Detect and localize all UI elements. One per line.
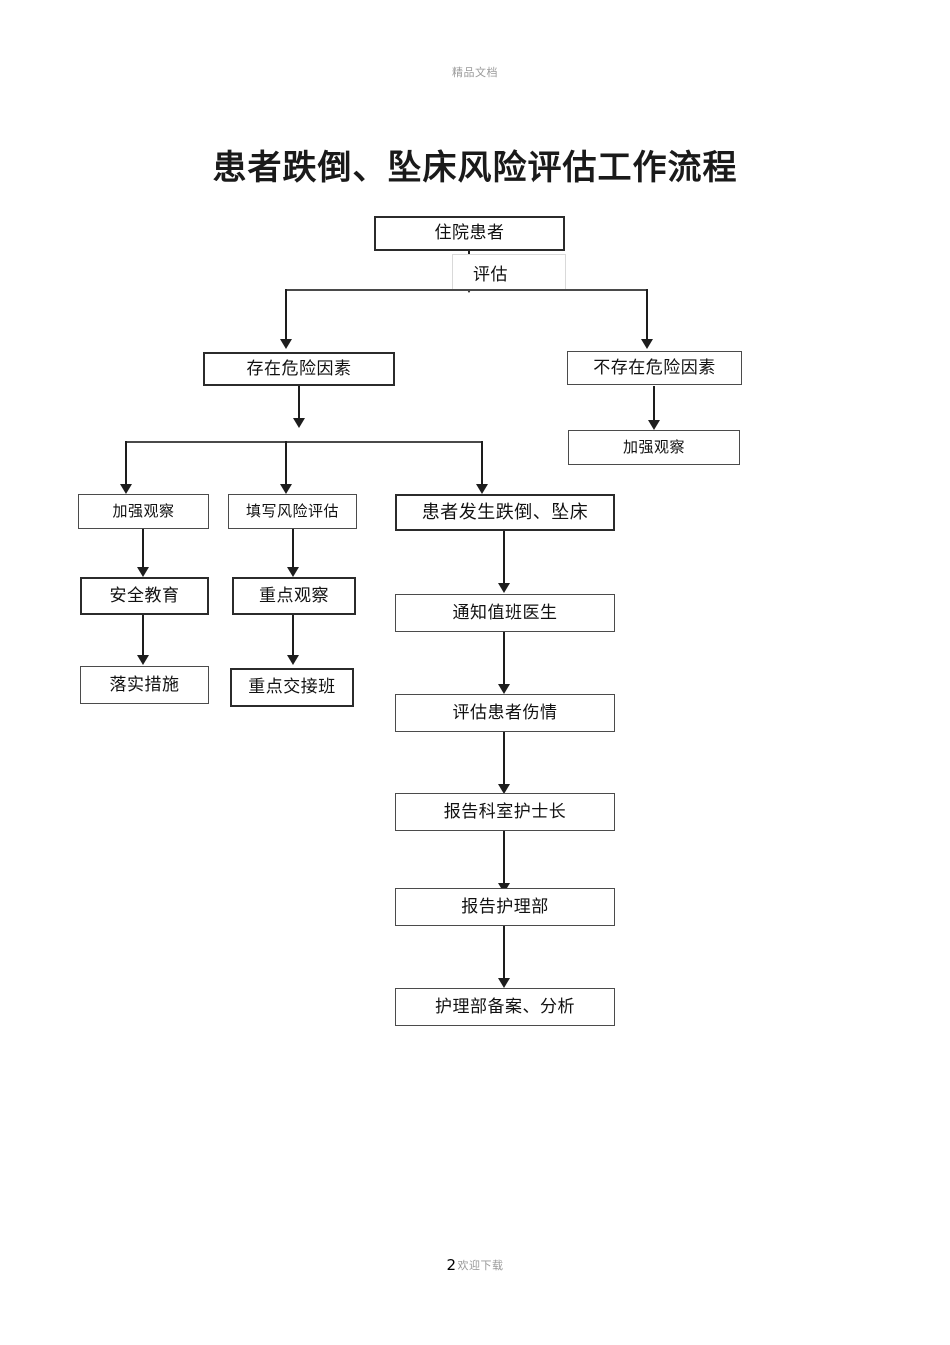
node-report-nursing-department[interactable]: 报告护理部 [395, 888, 615, 926]
connector-split2-horizontal [125, 441, 483, 443]
header-watermark: 精品文档 [452, 66, 498, 79]
node-enhanced-observation-right[interactable]: 加强观察 [568, 430, 740, 465]
connector-riskpresent-down [298, 386, 300, 424]
arrowhead-safety-to-measures [137, 655, 149, 665]
page-number: 2 [446, 1256, 457, 1274]
arrowhead-reportdept-to-record [498, 978, 510, 988]
node-nursing-dept-record-analysis[interactable]: 护理部备案、分析 [395, 988, 615, 1026]
arrowhead-fillrisk-to-keyobs [287, 567, 299, 577]
connector-split1-horizontal [285, 289, 648, 291]
node-implement-measures[interactable]: 落实措施 [80, 666, 209, 704]
arrowhead-fall-to-notifydoctor [498, 583, 510, 593]
arrowhead-split2-leg-b [280, 484, 292, 494]
node-notify-duty-doctor[interactable]: 通知值班医生 [395, 594, 615, 632]
connector-assessinjury-to-reporthn [503, 732, 505, 788]
connector-keyobs-to-handover [292, 615, 294, 659]
node-fill-risk-assessment[interactable]: 填写风险评估 [228, 494, 357, 529]
arrowhead-split2-leg-c [476, 484, 488, 494]
connector-split2-leg-a [125, 441, 127, 489]
connector-notifydoctor-to-assessinjury [503, 632, 505, 688]
arrowhead-split2-leg-a [120, 484, 132, 494]
connector-split2-leg-b [285, 441, 287, 489]
arrowhead-obsleft-to-safety [137, 567, 149, 577]
node-assess-patient-injury[interactable]: 评估患者伤情 [395, 694, 615, 732]
arrowhead-riskabsent-to-observe [648, 420, 660, 430]
connector-split1-left-leg [285, 289, 287, 341]
node-report-head-nurse[interactable]: 报告科室护士长 [395, 793, 615, 831]
arrowhead-notifydoctor-to-assessinjury [498, 684, 510, 694]
arrowhead-assessinjury-to-reporthn [498, 784, 510, 794]
node-patient-fall-event[interactable]: 患者发生跌倒、坠床 [395, 494, 615, 531]
arrowhead-keyobs-to-handover [287, 655, 299, 665]
node-risk-present[interactable]: 存在危险因素 [203, 352, 395, 386]
connector-riskabsent-to-observe [653, 386, 655, 424]
node-key-handover[interactable]: 重点交接班 [230, 668, 354, 707]
node-risk-absent[interactable]: 不存在危险因素 [567, 351, 742, 385]
footer-watermark-text: 欢迎下载 [457, 1259, 504, 1272]
node-enhanced-observation-left[interactable]: 加强观察 [78, 494, 209, 529]
footer-watermark: 2欢迎下载 [0, 1256, 950, 1274]
arrowhead-split1-right [641, 339, 653, 349]
connector-safety-to-measures [142, 615, 144, 659]
node-safety-education[interactable]: 安全教育 [80, 577, 209, 615]
node-inpatient[interactable]: 住院患者 [374, 216, 565, 251]
connector-reportdept-to-record [503, 926, 505, 982]
connector-fillrisk-to-keyobs [292, 529, 294, 571]
node-key-observation[interactable]: 重点观察 [232, 577, 356, 615]
connector-split2-leg-c [481, 441, 483, 489]
page-title: 患者跌倒、坠床风险评估工作流程 [212, 148, 738, 188]
edge-label-assess: 评估 [452, 254, 566, 290]
connector-obsleft-to-safety [142, 529, 144, 571]
arrowhead-riskpresent-down [293, 418, 305, 428]
connector-fall-to-notifydoctor [503, 531, 505, 587]
connector-split1-right-leg [646, 289, 648, 341]
connector-reporthn-to-reportdept [503, 831, 505, 887]
arrowhead-split1-left [280, 339, 292, 349]
